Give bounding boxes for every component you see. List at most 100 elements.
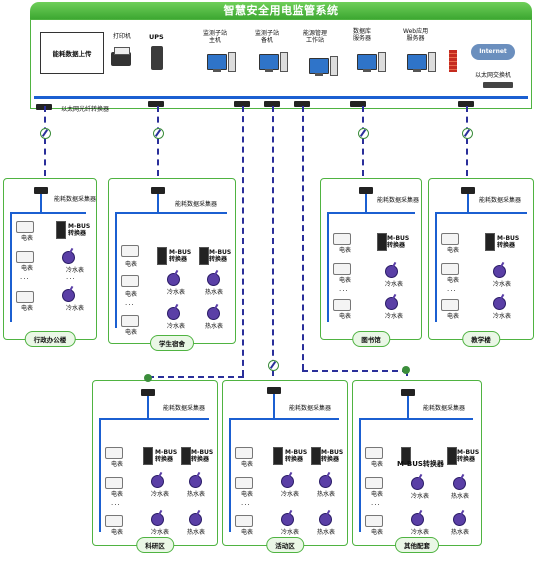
cold-water-label: 冷水表	[493, 313, 512, 320]
cold-water-label: 冷水表	[281, 491, 300, 498]
energy-data-upload-box: 能耗数据上传	[40, 32, 104, 74]
ellipsis: ···	[371, 501, 381, 509]
meter-label: 电表	[111, 529, 124, 536]
water-meter-icon	[151, 513, 164, 526]
meter-icon	[16, 221, 34, 233]
fiber-line-admin	[44, 106, 46, 176]
meter-label: 电表	[125, 291, 138, 298]
meter-icon	[105, 477, 123, 489]
mbus-label: M-BUS 转换器	[155, 449, 178, 463]
collector-label: 能耗数据采集器	[377, 197, 420, 204]
water-meter-icon	[189, 513, 202, 526]
collector-icon	[267, 387, 281, 394]
meter-label: 电表	[111, 461, 124, 468]
cold-water-label: 冷水表	[493, 281, 512, 288]
water-meter-icon	[319, 513, 332, 526]
bus-h	[10, 212, 86, 214]
bus-h	[435, 212, 527, 214]
mbus-converter-icon	[56, 221, 66, 239]
building-name: 教学楼	[462, 331, 500, 347]
building-name: 图书馆	[352, 331, 390, 347]
water-meter-icon	[281, 475, 294, 488]
hot-water-label: 热水表	[205, 289, 224, 296]
bus-v	[359, 418, 361, 532]
control-room-panel: 能耗数据上传 打印机 UPS 监测子站 主机 监测子站 备机 能源管理 工作站 …	[30, 19, 532, 113]
fiber-converter-6-icon	[350, 101, 366, 107]
cold-water-label: 冷水表	[151, 529, 170, 536]
mbus-converter-icon	[273, 447, 283, 465]
bus-drop	[147, 396, 149, 418]
meter-icon	[441, 263, 459, 275]
system-title: 智慧安全用电监管系统	[30, 2, 532, 20]
energy-workstation-tower-icon	[330, 56, 338, 76]
collector-label: 能耗数据采集器	[423, 405, 466, 412]
ellipsis: ···	[66, 275, 76, 283]
ethernet-backbone-line	[34, 96, 528, 99]
fiber-line-other-h	[302, 370, 408, 372]
junction-node	[402, 366, 410, 374]
internet-cloud-icon: Internet	[471, 44, 515, 60]
cold-water-label: 冷水表	[167, 323, 186, 330]
ethernet-switch-label: 以太网交换机	[475, 72, 512, 79]
mbus-label: M-BUS 转换器	[497, 235, 520, 249]
building-teaching: 能耗数据采集器 M-BUS 转换器 电表 电表 ··· 电表 冷水表 冷水表 教…	[428, 178, 534, 347]
meter-label: 电表	[339, 313, 352, 320]
building-name: 科研区	[136, 537, 174, 553]
ellipsis: ···	[20, 275, 30, 283]
building-name: 学生宿舍	[150, 335, 194, 351]
mbus-converter-icon	[401, 447, 411, 465]
collector-label: 能耗数据采集器	[163, 405, 206, 412]
fiber-optic-icon	[358, 128, 369, 139]
collector-icon	[34, 187, 48, 194]
meter-icon	[235, 515, 253, 527]
building-admin: 能耗数据采集器 M-BUS 转换器 电表 电表 ··· 电表 冷水表 ··· 冷…	[3, 178, 97, 347]
fiber-converter-3-icon	[234, 101, 250, 107]
building-activity: 能耗数据采集器 M-BUS 转换器 M-BUS 转换器 电表 电表 ··· 电表…	[222, 380, 348, 553]
building-research: 能耗数据采集器 M-BUS 转换器 M-BUS 转换器 电表 电表 ··· 电表…	[92, 380, 218, 553]
fiber-line-research-h	[148, 376, 244, 378]
energy-workstation-label: 能源管理 工作站	[303, 30, 328, 44]
ups-label: UPS	[149, 33, 164, 41]
mbus-label: M-BUS 转换器	[209, 249, 232, 263]
collector-icon	[151, 187, 165, 194]
mbus-label-overlap: M-BUS转换器	[397, 460, 444, 468]
bus-h	[359, 418, 473, 420]
mbus-converter-icon	[377, 233, 387, 251]
bus-drop	[157, 194, 159, 212]
water-meter-icon	[189, 475, 202, 488]
collector-icon	[401, 389, 415, 396]
water-meter-icon	[385, 265, 398, 278]
cold-water-label: 冷水表	[411, 493, 430, 500]
meter-label: 电表	[241, 491, 254, 498]
mbus-converter-icon	[447, 447, 457, 465]
mbus-label: M-BUS 转换器	[68, 223, 91, 237]
bus-v	[99, 418, 101, 532]
energy-workstation-icon	[309, 58, 329, 76]
bus-v	[115, 212, 117, 328]
fiber-line-other	[302, 106, 304, 370]
cold-water-label: 冷水表	[411, 529, 430, 536]
meter-label: 电表	[241, 529, 254, 536]
building-name: 行政办公楼	[24, 331, 76, 347]
monitor-backup-icon	[259, 54, 279, 72]
meter-icon	[105, 515, 123, 527]
water-meter-icon	[62, 251, 75, 264]
water-meter-icon	[281, 513, 294, 526]
fiber-optic-icon	[40, 128, 51, 139]
monitor-backup-label: 监测子站 备机	[255, 30, 280, 44]
cold-water-label: 冷水表	[151, 491, 170, 498]
collector-label: 能耗数据采集器	[54, 196, 97, 203]
mbus-converter-icon	[143, 447, 153, 465]
fiber-converter-7-icon	[458, 101, 474, 107]
hot-water-label: 热水表	[451, 529, 470, 536]
building-name: 活动区	[266, 537, 304, 553]
ups-icon	[151, 46, 163, 70]
mbus-label: M-BUS 转换器	[321, 449, 344, 463]
meter-icon	[121, 315, 139, 327]
mbus-label: M-BUS 转换器	[169, 249, 192, 263]
monitor-host-tower-icon	[228, 52, 236, 72]
water-meter-icon	[493, 265, 506, 278]
bus-h	[99, 418, 209, 420]
water-meter-icon	[207, 273, 220, 286]
